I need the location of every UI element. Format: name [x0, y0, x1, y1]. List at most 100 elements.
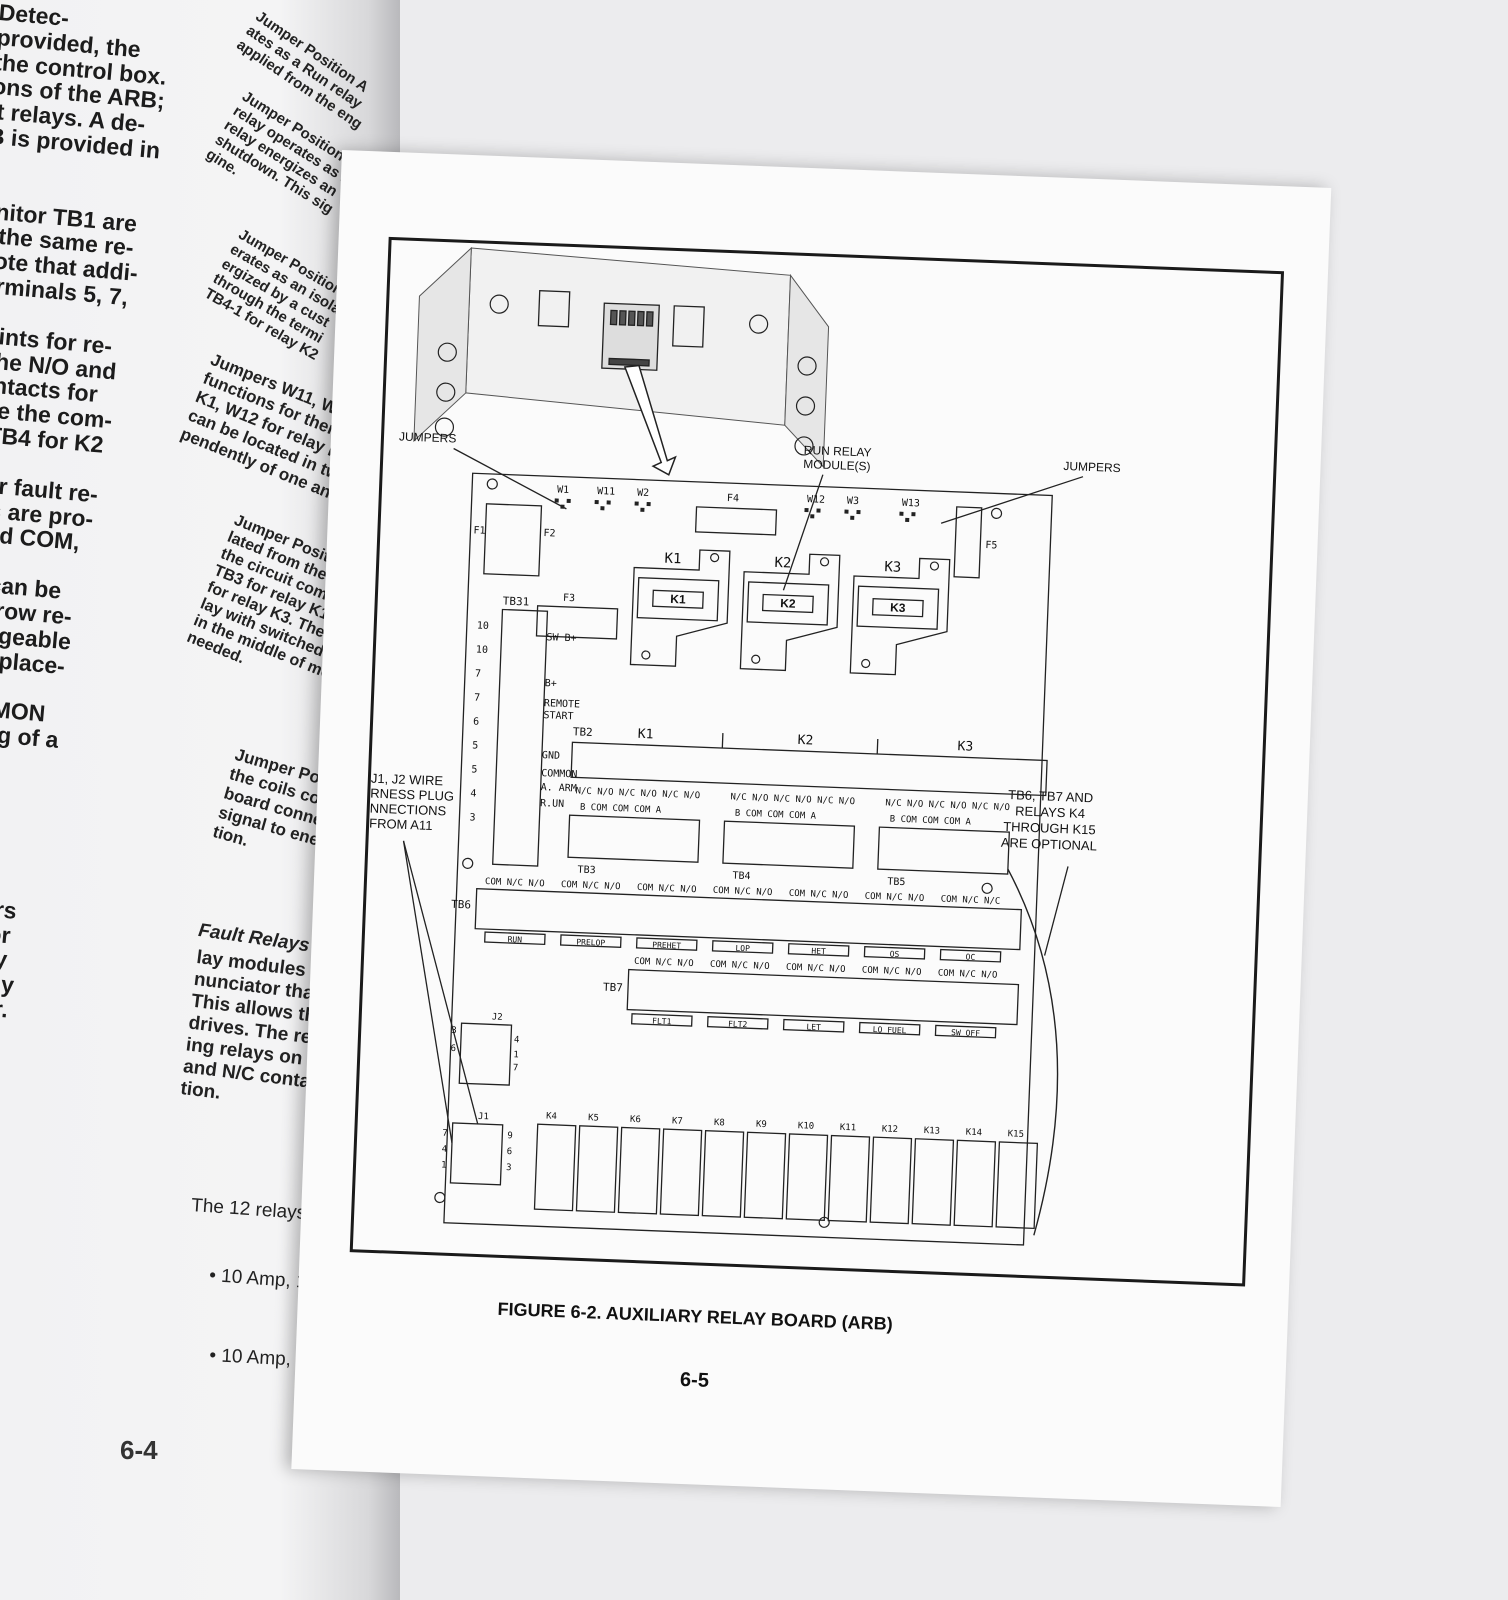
- jumper-pin: [640, 507, 645, 512]
- callout-line-harness-b: [402, 840, 453, 1144]
- mounting-hole: [486, 478, 498, 490]
- jumper-pin: [804, 508, 809, 513]
- tb6-label-lop: LOP: [735, 944, 750, 954]
- mounting-hole: [981, 882, 993, 894]
- fault-relay-k9: [743, 1131, 787, 1220]
- terminal-block-label-tb4: TB4: [732, 871, 750, 883]
- figure-caption: FIGURE 6-2. AUXILIARY RELAY BOARD (ARB): [497, 1298, 894, 1334]
- terminal-block-tb2: [570, 741, 1048, 797]
- tb7-header: COM N/C N/O: [862, 966, 922, 978]
- fault-relay-k10: [785, 1133, 829, 1221]
- fuse-label-f1: F1: [473, 525, 485, 536]
- run-relay-module-k2: [746, 581, 830, 626]
- callout-harness-line: J1, J2 WIRE: [371, 771, 444, 789]
- contact-header-bottom: B COM COM COM A: [580, 803, 662, 816]
- jumper-pin: [911, 512, 916, 517]
- jumper-pin: [816, 508, 821, 513]
- jumper-pin: [850, 515, 855, 520]
- tb7-label-box: [706, 1016, 769, 1030]
- arb-location-relay: [645, 311, 654, 327]
- j2-pin-label: 6: [450, 1044, 456, 1054]
- callout-run-relay-line2: MODULE(S): [803, 457, 871, 474]
- tb6-header: COM N/C N/O: [485, 877, 545, 889]
- jumper-label-w12: W12: [807, 494, 825, 506]
- tb31-pin-label: 7: [474, 692, 480, 703]
- jumper-pin: [554, 498, 559, 503]
- tb31-signal-label: R.UN: [540, 798, 564, 810]
- callout-line-jumpers-right: [940, 476, 1084, 524]
- j2-pin-label: 3: [451, 1026, 457, 1036]
- tb6-label-box: [787, 943, 850, 957]
- tb6-label-prelop: PRELOP: [576, 938, 605, 948]
- contact-header-bottom: B COM COM COM A: [735, 809, 817, 822]
- control-box-component: [797, 356, 817, 376]
- callout-bracket-optional: [1007, 868, 1059, 1236]
- fault-relay-k5: [575, 1125, 619, 1213]
- control-box-component: [749, 314, 769, 334]
- callout-jumpers-right: JUMPERS: [1063, 459, 1121, 475]
- run-relay-socket-k3: [849, 557, 951, 676]
- relay-mounting-hole: [819, 557, 830, 567]
- tb31-pin-label: 4: [470, 788, 476, 799]
- tb6-label-prehet: PREHET: [652, 940, 681, 950]
- relay-contact-block: [877, 826, 1010, 875]
- mounting-hole: [462, 857, 474, 869]
- fuse-holder-f4: [694, 506, 778, 536]
- run-relay-ref-k2: K2: [774, 555, 791, 572]
- j2-pin-label: 1: [513, 1050, 519, 1060]
- control-box-component: [434, 417, 455, 437]
- mounting-hole: [990, 507, 1003, 519]
- jumper-label-w11: W11: [597, 486, 615, 498]
- j2-pin-label: 4: [514, 1035, 520, 1045]
- j1-pin-label: 3: [506, 1163, 512, 1173]
- fault-relay-label-k8: K8: [714, 1118, 725, 1128]
- control-box-component: [436, 382, 456, 402]
- callout-line-run-relay: [782, 474, 824, 591]
- tb7-header: COM N/C N/O: [710, 960, 770, 972]
- control-box-component: [437, 342, 457, 362]
- fault-relay-label-k11: K11: [840, 1123, 857, 1134]
- jumper-label-w3: W3: [847, 496, 859, 507]
- tb31-pin-label: 10: [477, 621, 489, 632]
- tb7-header: COM N/C N/O: [938, 968, 998, 980]
- fault-relay-label-k9: K9: [756, 1120, 767, 1130]
- tb31-signal-label: REMOTE: [544, 698, 581, 710]
- tb31-pin-label: 6: [473, 716, 479, 727]
- jumper-label-w1: W1: [557, 485, 569, 496]
- relay-mounting-hole: [751, 654, 761, 664]
- tb7-label-box: [934, 1024, 997, 1039]
- tb6-header: COM N/C N/O: [561, 880, 621, 892]
- fault-relay-k14: [953, 1139, 997, 1228]
- arb-location-terminal: [608, 357, 650, 367]
- run-relay-label-box: [652, 589, 704, 609]
- tb2-relay-label: K3: [957, 739, 973, 755]
- jumper-label-w2: W2: [637, 488, 649, 499]
- relay-mounting-hole: [710, 553, 720, 563]
- callout-optional-line: THROUGH K15: [1003, 819, 1096, 838]
- callout-harness-line: NNECTIONS: [369, 801, 446, 819]
- callout-harness-line: FROM A11: [369, 816, 433, 833]
- jumper-pin: [905, 517, 910, 523]
- tb31-signal-label: SW B+: [546, 632, 577, 644]
- tb2-relay-label: K2: [797, 733, 813, 749]
- jumper-pin: [646, 501, 651, 507]
- tb6-label-box: [559, 934, 622, 948]
- jumper-pin: [560, 504, 565, 509]
- run-relay-module-k3: [856, 585, 940, 630]
- tb7-header: COM N/C N/O: [786, 963, 846, 975]
- fuse-label-f5: F5: [985, 540, 997, 551]
- relay-mounting-hole: [641, 650, 651, 660]
- tb6-header: COM N/C N/O: [637, 883, 697, 895]
- arb-location-relay: [609, 309, 618, 326]
- connector-j2: [458, 1022, 513, 1086]
- tb6-header: COM N/C N/C: [940, 895, 1000, 907]
- tb7-label-let: LET: [806, 1022, 821, 1032]
- tb6-label-box: [863, 945, 926, 960]
- tb2-divider: [721, 733, 724, 749]
- contact-header-top: N/C N/O N/C N/O N/C N/O: [575, 786, 700, 801]
- arb-location-relay: [636, 310, 645, 327]
- fault-relay-k11: [827, 1134, 871, 1223]
